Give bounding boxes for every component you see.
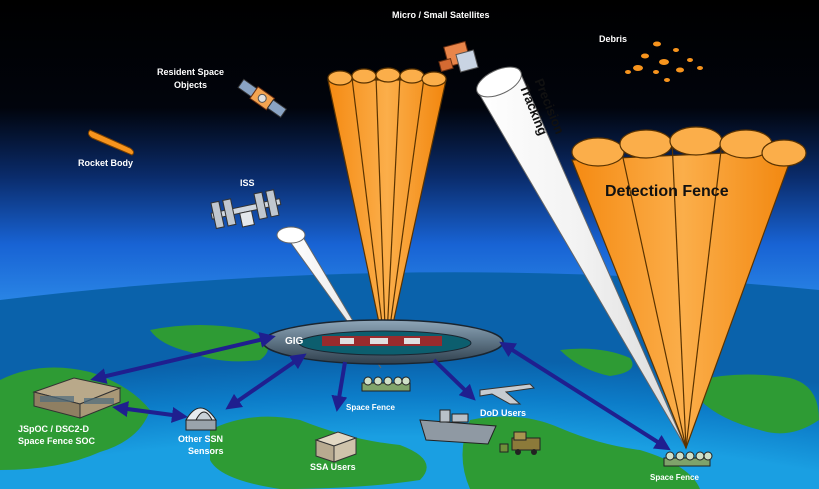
satellite-icon bbox=[438, 40, 479, 73]
gig-label: GIG bbox=[285, 336, 304, 347]
space-fence-right-label: Space Fence bbox=[650, 473, 699, 482]
resident-space-objects-label: Resident Space Objects bbox=[157, 67, 227, 90]
ship-icon bbox=[419, 409, 497, 445]
aircraft-icon bbox=[479, 383, 536, 405]
micro-small-satellites-label: Micro / Small Satellites bbox=[392, 10, 490, 20]
resident-space-objects-line1: Resident Space bbox=[157, 67, 224, 77]
detection-fence-label: Detection Fence bbox=[605, 183, 729, 200]
ssa-users-label: SSA Users bbox=[310, 462, 356, 472]
antenna-array-icon bbox=[663, 451, 713, 467]
jspoc-line1: JSpOC / DSC2-D bbox=[18, 424, 90, 434]
iss-label: ISS bbox=[240, 178, 255, 188]
antenna-array-icon bbox=[361, 376, 411, 392]
debris-icon bbox=[625, 41, 703, 82]
dod-users-label: DoD Users bbox=[480, 408, 526, 418]
central-fence-fan bbox=[327, 67, 447, 357]
detection-fence-fan bbox=[571, 126, 807, 450]
other-ssn-sensors-line2: Sensors bbox=[188, 446, 224, 456]
vehicle-icon bbox=[499, 431, 541, 455]
satellite-icon bbox=[237, 78, 288, 119]
building-icon bbox=[314, 431, 358, 463]
space-fence-center-label: Space Fence bbox=[346, 403, 395, 412]
link-arrows bbox=[90, 332, 671, 451]
rocket-body-label: Rocket Body bbox=[78, 158, 133, 168]
jspoc-line2: Space Fence SOC bbox=[18, 436, 96, 446]
labels: Micro / Small Satellites Debris Resident… bbox=[18, 10, 729, 482]
gig-ring bbox=[262, 319, 504, 365]
resident-space-objects-line2: Objects bbox=[174, 80, 207, 90]
iss-icon bbox=[210, 189, 282, 230]
rocket-body-icon bbox=[87, 129, 135, 156]
other-ssn-sensors-label: Other SSN Sensors bbox=[178, 434, 226, 456]
other-ssn-sensors-line1: Other SSN bbox=[178, 434, 223, 444]
precision-tracking-beam-cap bbox=[476, 66, 522, 98]
radar-icon bbox=[185, 407, 217, 431]
debris-label: Debris bbox=[599, 34, 627, 44]
iss-tracking-beam-cap bbox=[276, 226, 306, 244]
jspoc-label: JSpOC / DSC2-D Space Fence SOC bbox=[18, 424, 96, 446]
building-icon bbox=[32, 377, 122, 419]
